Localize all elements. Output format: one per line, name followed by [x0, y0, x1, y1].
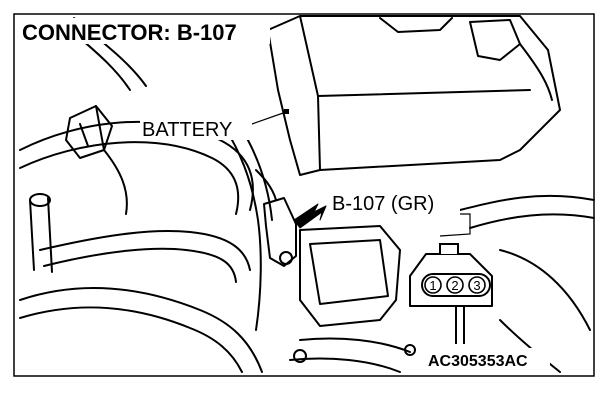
b107-connector-lead [255, 169, 277, 201]
figure-frame [13, 13, 595, 377]
bolt-lower-mid [293, 349, 307, 363]
line-art [19, 15, 595, 373]
battery-lid-line [317, 89, 531, 97]
hose-right [459, 194, 595, 211]
connector-top-left-detail [79, 105, 105, 151]
connector-face-wire-stub [455, 306, 465, 344]
pipe-end-left [29, 193, 51, 207]
connector-face: 1 2 3 [409, 243, 493, 344]
battery-strap [379, 17, 453, 33]
pin-2-label: 2 [451, 278, 458, 293]
battery-label: BATTERY [142, 119, 232, 141]
battery-label-backing [140, 116, 252, 140]
hose-lower-left-inner [19, 306, 243, 373]
hose-bottom-right [499, 319, 561, 373]
hose-curve-large-inner [19, 141, 240, 215]
harness-center [219, 119, 262, 331]
hose-middle-left [39, 229, 251, 271]
hose-middle-left-inner [43, 247, 237, 283]
pin-3-ring [468, 276, 486, 294]
harness-top-left [103, 149, 128, 215]
b107-connector-boss [279, 251, 293, 265]
b107-pointer-arrow [293, 203, 327, 229]
hose-right-inner [469, 213, 595, 229]
connector-label-backing [330, 190, 460, 214]
connector-label: B-107 (GR) [332, 193, 434, 215]
header-backing [18, 18, 270, 44]
pin-1-label: 1 [429, 278, 436, 293]
bracket-right [299, 225, 401, 327]
battery-leader-dot [284, 109, 289, 114]
b107-leader-line [439, 213, 471, 237]
bolt-lower-right [404, 344, 416, 356]
figure-id: AC305353AC [428, 353, 528, 370]
pin-3-label: 3 [473, 278, 480, 293]
connector-face-latch [439, 243, 459, 254]
battery-leader-line [251, 111, 287, 125]
hose-lower-left [19, 286, 263, 373]
component-lower-mid [289, 337, 411, 373]
figure-header: CONNECTOR: B-107 [22, 20, 237, 45]
battery-terminal-lead [519, 43, 553, 101]
battery-outline [267, 15, 561, 176]
pin-1-ring [424, 276, 442, 294]
b107-connector-body [263, 197, 297, 267]
pipe-vertical-left [29, 197, 53, 273]
bracket-right-inner [309, 239, 389, 305]
figure-id-backing [426, 348, 550, 370]
component-right-lower [499, 249, 591, 331]
pin-2-ring [446, 276, 464, 294]
battery-terminal-cap [469, 19, 521, 61]
